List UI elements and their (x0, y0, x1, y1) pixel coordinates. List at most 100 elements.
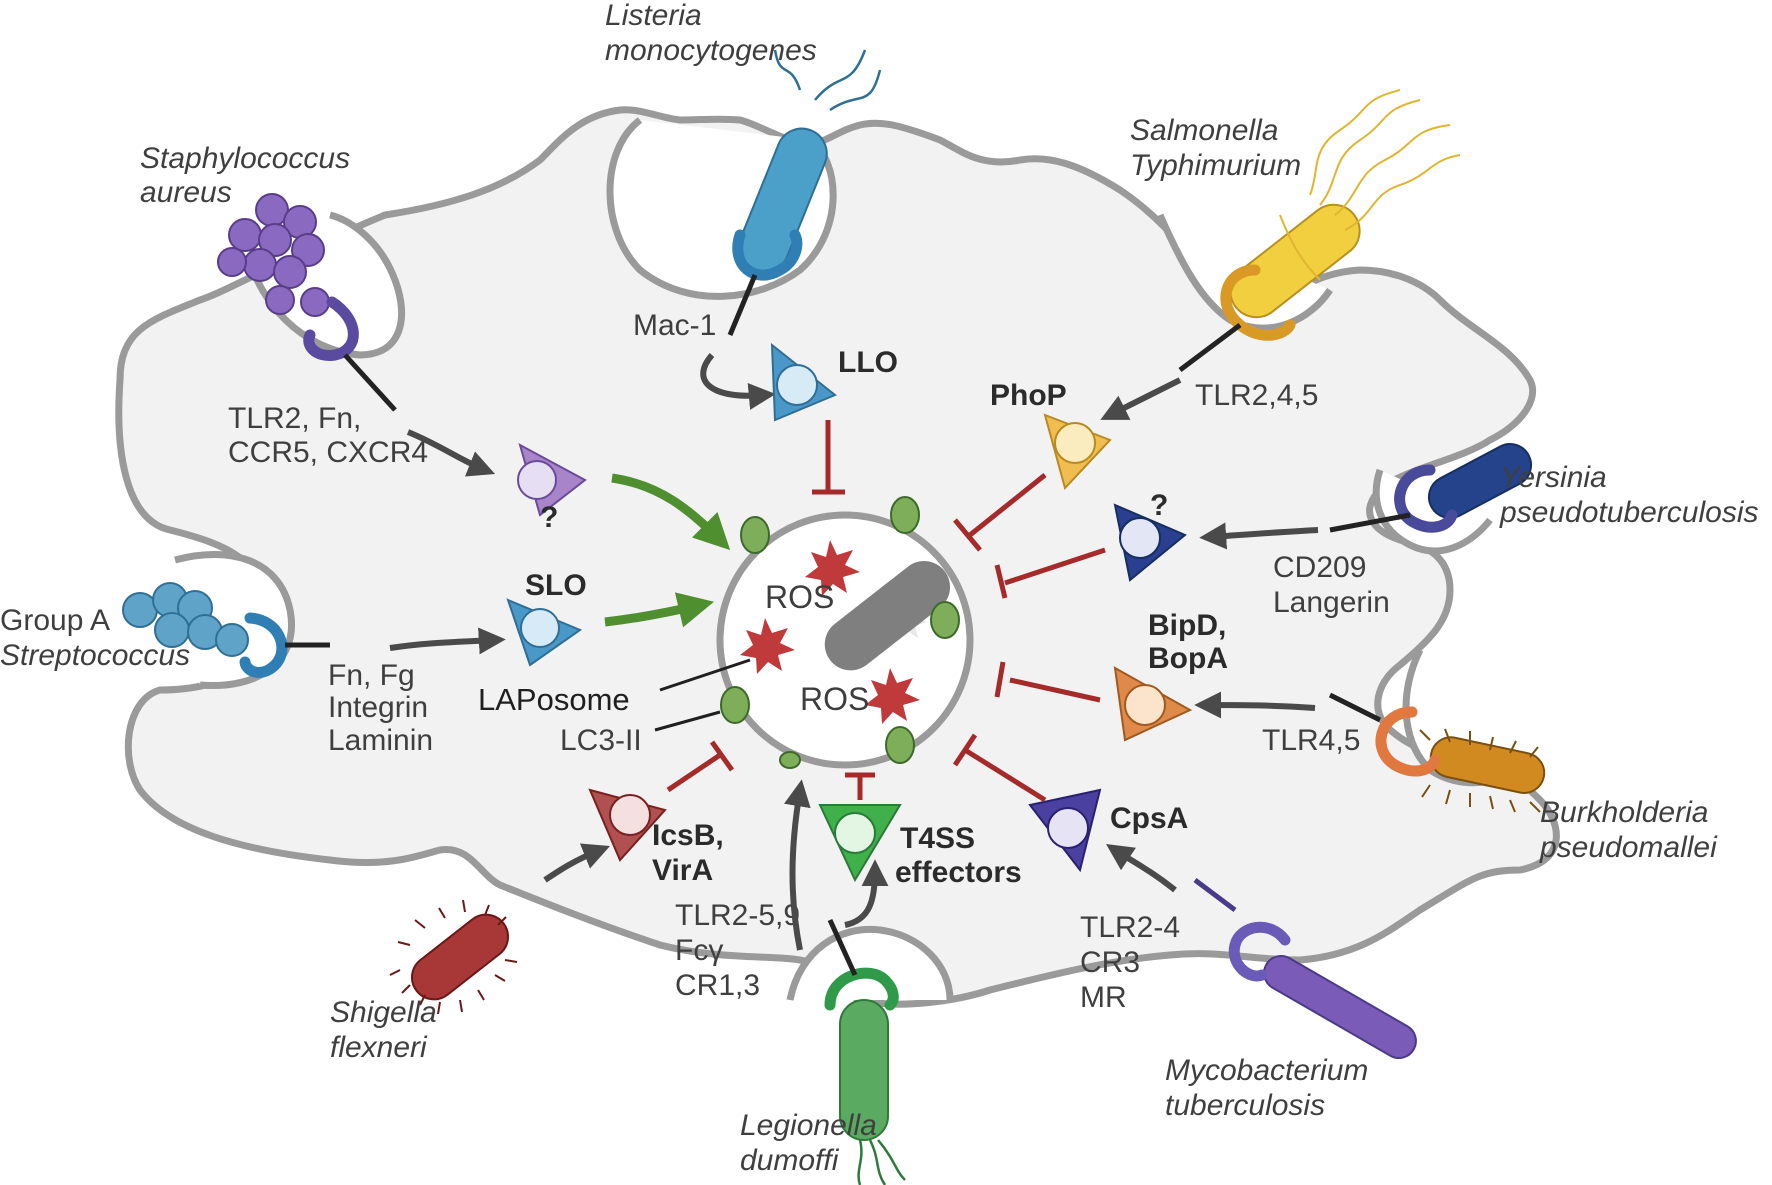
shigella-effector-label-1: IcsB, (652, 819, 724, 852)
listeria-receptor-1: Mac-1 (633, 309, 716, 342)
staph-activate-arrow (611, 473, 731, 551)
strep-receptor (239, 612, 288, 678)
shigella-inhibit-bar (709, 740, 735, 772)
burkholderia-effector-label-2: BopA (1148, 642, 1228, 675)
burkholderia-name-1: Burkholderia (1540, 796, 1708, 829)
mycobacterium-name-1: Mycobacterium (1165, 1054, 1368, 1087)
burkholderia-inhibit-line (1009, 677, 1101, 703)
ros-stars (740, 540, 920, 724)
shigella-effector-label-2: VirA (652, 854, 713, 887)
staph-effector-label: ? (540, 501, 558, 534)
legionella-flagella (857, 1139, 906, 1185)
salmonella-receptor-stalk (1178, 323, 1242, 372)
mycobacterium-receptor-2: CR3 (1080, 946, 1140, 979)
strep-effector-label: SLO (525, 569, 587, 602)
yersinia-receptor (1394, 464, 1458, 533)
mycobacterium-effector (1028, 788, 1102, 873)
yersinia-effector (1113, 503, 1187, 582)
mycobacterium-tether (1193, 878, 1237, 912)
staph-signal-arrow (406, 429, 496, 477)
legionella-name-1: Legionella (740, 1109, 877, 1142)
yersinia-inhibit-line (1004, 547, 1106, 586)
legionella-receptor (824, 967, 899, 1011)
strep-signal-arrow (389, 627, 506, 655)
salmonella-inhibit-line (968, 473, 1047, 537)
strep-name-2: Streptococcus (0, 639, 190, 672)
legionella-effector-label-1: T4SS (900, 822, 975, 855)
legionella-name-2: dumoffi (740, 1144, 840, 1177)
yersinia-bacterium (1427, 443, 1533, 519)
staph-effector (517, 442, 587, 517)
staph-receptor-stalk (343, 353, 397, 412)
yersinia-receptor-stalk (1329, 512, 1411, 533)
strep-invagination (174, 550, 295, 690)
shigella-name-2: flexneri (330, 1031, 428, 1064)
salmonella-signal-arrow (1100, 377, 1182, 420)
shigella-name-1: Shigella (330, 996, 437, 1029)
listeria-flagella (773, 49, 882, 112)
burkholderia-pili (1419, 728, 1541, 813)
salmonella-receptor-1: TLR2,4,5 (1195, 379, 1318, 412)
burkholderia-inhibit-bar (994, 661, 1006, 698)
strep-name-1: Group A (0, 604, 110, 637)
salmonella-effector (1043, 413, 1112, 490)
staph-receptor (303, 296, 359, 361)
shigella-bacterium (410, 913, 510, 1001)
staph-name-2: aureus (140, 176, 232, 209)
mycobacterium-effector-label: CpsA (1110, 802, 1188, 835)
laposome-label: LAPosome (478, 682, 630, 717)
listeria-signal-arrow (700, 353, 776, 410)
ros-label-1: ROS (765, 579, 834, 615)
legionella-effector (818, 804, 902, 883)
strep-effector (506, 598, 583, 667)
listeria-effector (770, 342, 837, 422)
ros-label-2: ROS (800, 681, 869, 717)
yersinia-receptor-1: CD209 (1273, 551, 1366, 584)
shigella-signal-arrow (543, 843, 611, 883)
yersinia-signal-arrow (1199, 522, 1319, 550)
burkholderia-effector (1113, 666, 1193, 742)
lc3-markers (720, 496, 960, 769)
mycobacterium-bacterium (1263, 955, 1417, 1059)
mycobacterium-inhibit-bar (952, 733, 978, 767)
laposome-pointer (659, 658, 751, 692)
yersinia-receptor-2: Langerin (1273, 586, 1390, 619)
legionella-invagination (786, 925, 954, 1001)
staph-name-1: Staphylococcus (140, 142, 350, 175)
salmonella-effector-label: PhoP (990, 379, 1067, 412)
yersinia-inhibit-bar (994, 564, 1008, 599)
burkholderia-signal-arrow (1194, 691, 1316, 719)
salmonella-bacterium (1229, 203, 1361, 319)
legionella-signal-arrow-effector (844, 859, 889, 928)
salmonella-name-1: Salmonella (1130, 114, 1278, 147)
listeria-name-2: monocytogenes (605, 34, 817, 67)
legionella-signal-arrow-up (784, 779, 811, 951)
listeria-receptor-stalk (727, 274, 758, 336)
yersinia-name-1: Yersinia (1500, 461, 1607, 494)
mycobacterium-receptor-1: TLR2-4 (1080, 911, 1180, 944)
burkholderia-name-2: pseudomallei (1539, 831, 1718, 864)
yersinia-effector-label: ? (1150, 489, 1168, 522)
shigella-effector (588, 788, 667, 862)
salmonella-flagella (1279, 89, 1461, 281)
shigella-inhibit-line (666, 752, 722, 793)
salmonella-name-2: Typhimurium (1130, 149, 1301, 182)
strep-bacterium (122, 582, 249, 657)
burkholderia-receptor-stalk (1328, 692, 1382, 723)
legionella-receptor-1: TLR2-5,9 (675, 899, 800, 932)
laposome: ROS ROS (716, 496, 974, 769)
shigella-pili (389, 899, 518, 1015)
salmonella-inhibit-bar (953, 518, 982, 552)
strep-receptor-2: Integrin (328, 691, 428, 724)
legionella-receptor-2: Fcγ (675, 934, 723, 967)
mycobacterium-signal-arrow (1106, 844, 1177, 893)
listeria-name-1: Listeria (605, 0, 702, 32)
listeria-effector-label: LLO (838, 346, 898, 379)
legionella-receptor-3: CR1,3 (675, 969, 760, 1002)
listeria-receptor (732, 229, 803, 281)
staph-bacterium (217, 193, 330, 317)
legionella-bacterium (839, 999, 889, 1141)
mycobacterium-inhibit-line (963, 747, 1047, 803)
mycobacterium-name-2: tuberculosis (1165, 1089, 1325, 1122)
